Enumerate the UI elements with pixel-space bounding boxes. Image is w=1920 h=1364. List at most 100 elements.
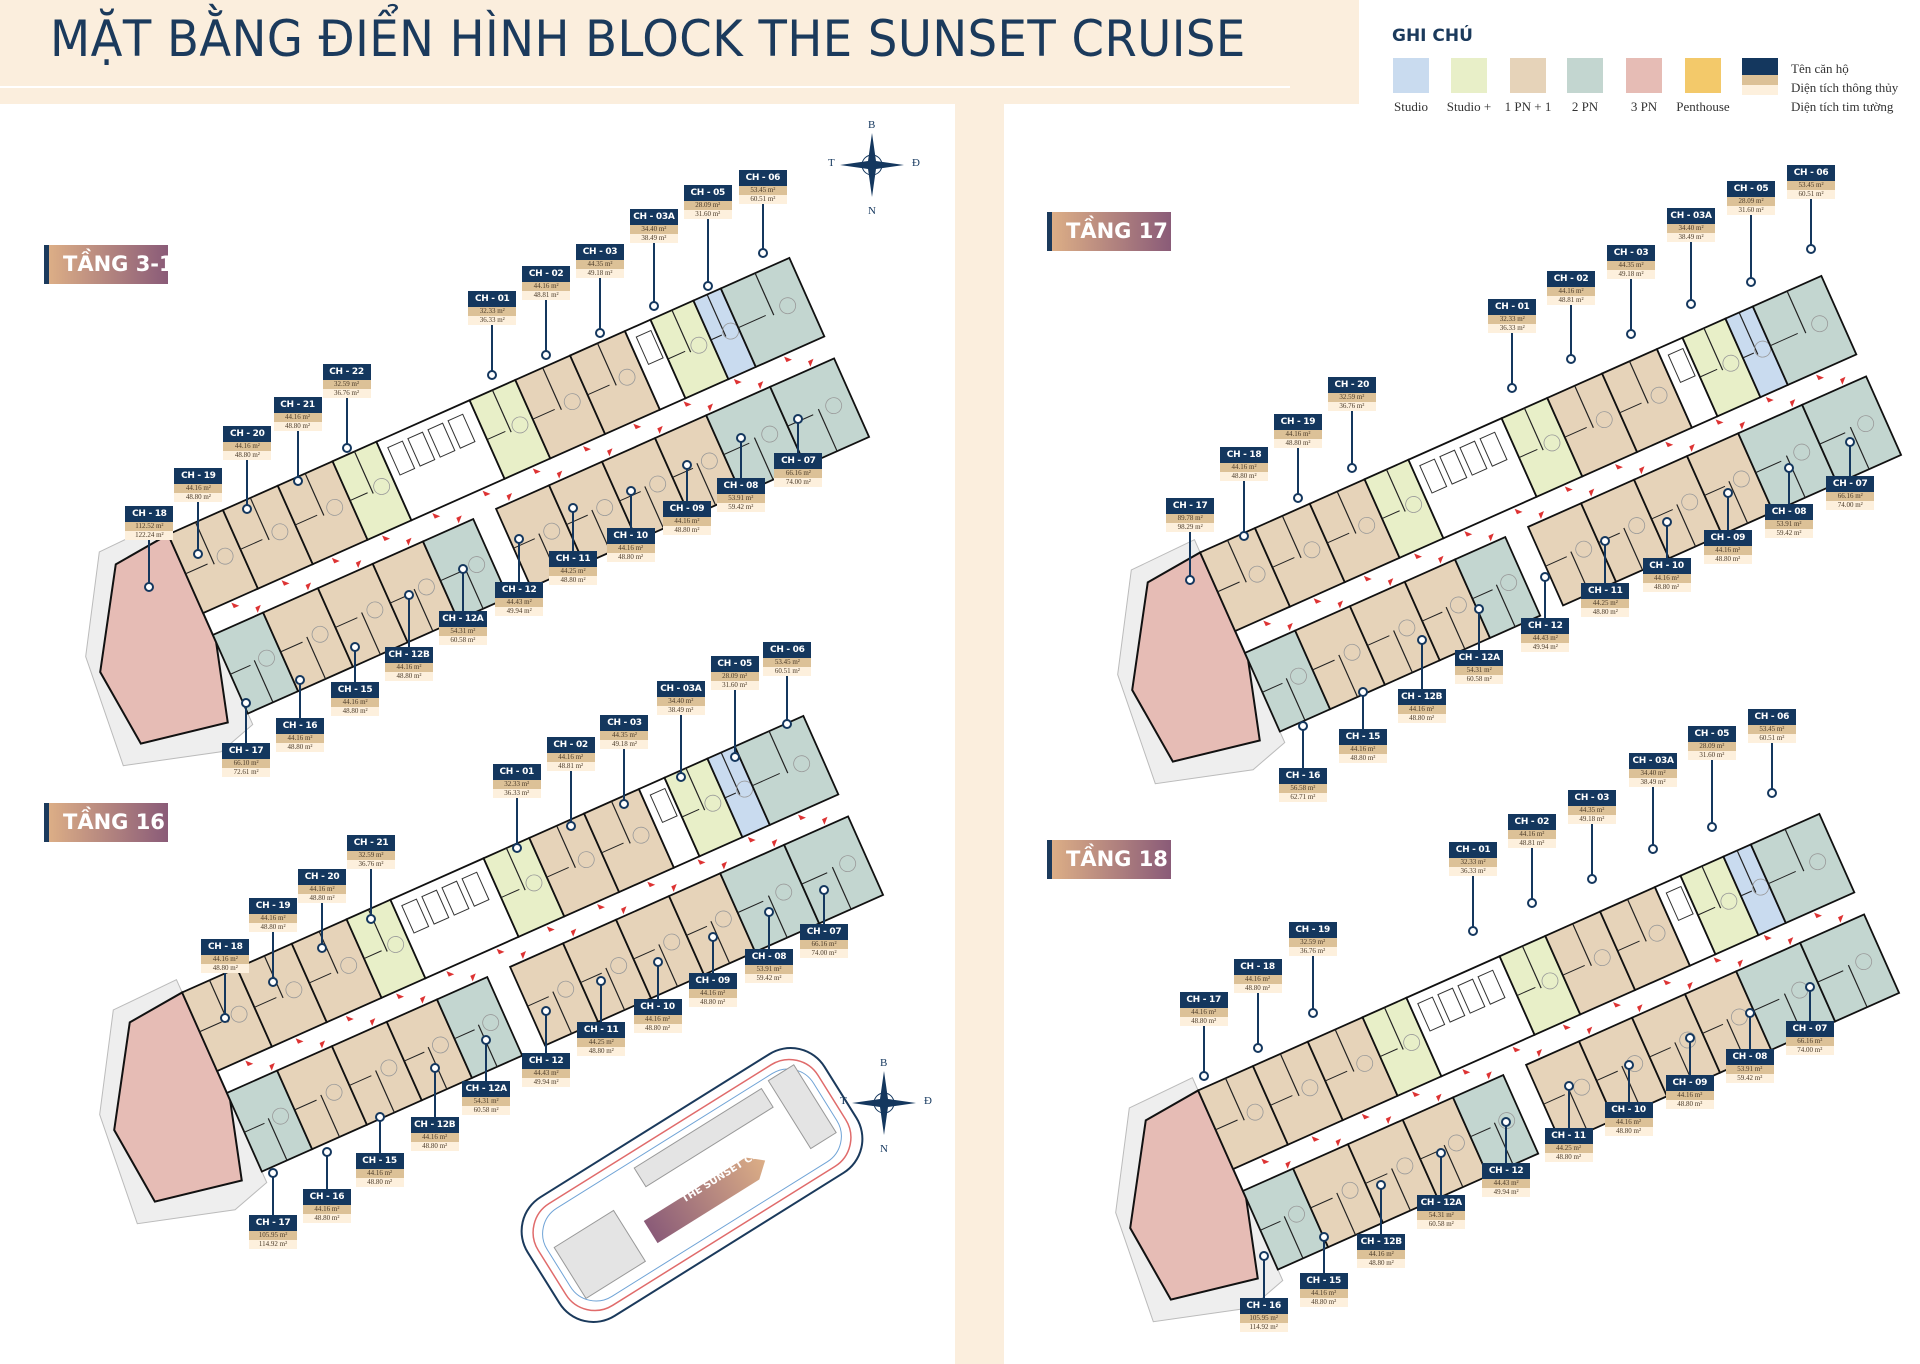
net-area: 44.16 m² [1220,462,1269,472]
room-wall [738,315,766,329]
door-marker-icon [1263,620,1272,627]
unit-marker-icon [1684,1033,1695,1044]
door-marker-icon [697,859,706,865]
unit-name: CH - 15 [331,682,380,699]
elevator-shaft [1479,431,1508,467]
unit-marker-icon [1686,299,1697,310]
door-marker-icon [382,535,390,542]
leader-line [224,973,227,1018]
unit-marker-icon [648,300,659,311]
leader-line [1243,480,1246,535]
unit-name: CH - 08 [744,948,793,965]
unit-name: CH - 20 [1327,377,1376,394]
net-area: 89.78 m² [1166,514,1215,524]
unit-name: CH - 03 [600,715,649,732]
furniture [468,556,486,573]
gross-area: 48.80 m² [273,421,322,431]
